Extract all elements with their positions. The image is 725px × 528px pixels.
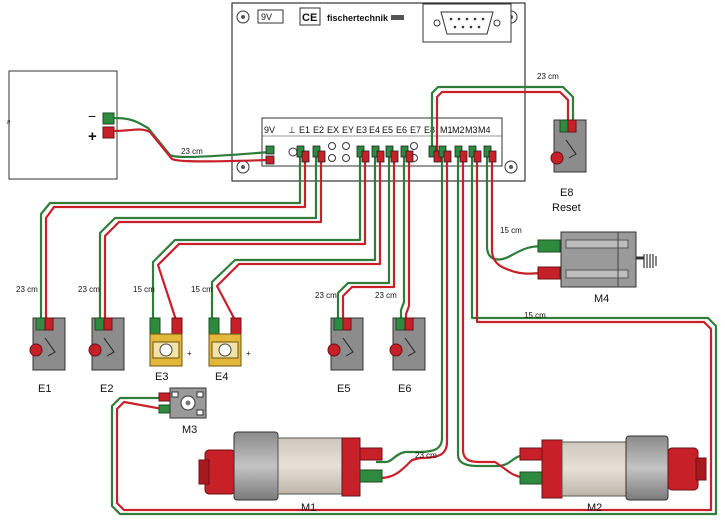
terminal-label: M2 [452,125,465,135]
terminal-plugs [265,145,497,165]
component-label-e2: E2 [100,383,113,395]
component-label-m3: M3 [182,424,197,436]
serial-pins-icon [449,17,485,29]
motor-m4 [537,231,657,288]
switch-button-icon [29,343,43,357]
lamp-e4: + [208,317,251,367]
battery: ≈ − + [4,70,118,180]
component-label-e4: E4 [215,371,228,383]
ce-mark-icon [299,7,321,26]
brand-name: fischertechnik [327,13,389,23]
serial-port-icon [440,11,494,35]
battery-minus-label: − [88,108,96,124]
motor-m1 [198,431,383,501]
lamp-bulb-icon [218,343,232,357]
terminal-label: M4 [478,125,491,135]
battery-side-mark: ≈ [4,120,13,125]
terminal-label: M3 [465,125,478,135]
worm-gear-icon [643,254,657,268]
cable-length-m4: 15 cm [500,226,522,235]
motor-gearbox-icon [667,447,699,491]
lamp-plus-label: + [187,349,192,358]
cable-length-e2: 23 cm [78,285,100,294]
ce-mark-icon: CE [302,12,317,24]
motor-m3 [158,387,207,419]
wires [39,85,718,516]
switch-e2 [88,317,125,371]
cable-labels: 23 cm 23 cm 23 cm 23 cm 15 cm 15 cm 23 c… [16,72,559,460]
terminal-label: E4 [369,125,380,135]
terminal-labels: 9V ⊥ E1 E2 EX EY E3 E4 E5 E6 E7 E8 M1 M2… [264,125,491,135]
cable-length-m1m2: 23 cm [415,451,437,460]
terminal-label: 9V [264,125,275,135]
terminal-label: EY [342,125,354,135]
terminal-label: E7 [410,125,421,135]
battery-plus-label: + [88,128,97,145]
battery-plug-red [102,126,115,139]
component-label-e8: E8 [560,187,573,199]
component-label-m4: M4 [594,293,609,305]
terminal-label: M1 [440,125,453,135]
switch-e8 [550,119,587,173]
component-label-e1: E1 [38,383,51,395]
component-label-e3: E3 [155,371,168,383]
switch-e1 [29,317,66,371]
power-label-box [257,9,284,24]
cable-length-e4: 15 cm [191,285,213,294]
terminal-label: E2 [313,125,324,135]
component-label-m1: M1 [301,502,316,514]
power-label: 9V [261,12,272,22]
terminal-label: ⊥ [288,125,296,135]
battery-plug-green [102,112,115,125]
motor-body-icon [561,441,627,497]
lamp-bulb-icon [159,343,173,357]
switch-button-icon [389,343,403,357]
terminal-label: EX [327,125,339,135]
switch-button-icon [550,151,564,165]
motor-m2 [519,435,707,501]
lamp-plus-label: + [246,349,251,358]
component-label-e6: E6 [398,383,411,395]
cable-length-m2-long: 15 cm [524,311,546,320]
component-labels: E1 E2 E3 E4 E5 E6 E8 Reset M3 M4 M1 M2 [38,187,609,514]
lamp-e3: + [149,317,192,367]
battery-box [8,70,118,180]
component-label-m2: M2 [587,502,602,514]
component-label-e8-reset: Reset [552,202,581,214]
screw-icon [493,19,501,27]
cable-length-e5: 23 cm [315,291,337,300]
terminal-label: E5 [382,125,393,135]
terminal-label: E3 [356,125,367,135]
component-label-e5: E5 [337,383,350,395]
switch-e5 [327,317,364,371]
cable-length-e6: 23 cm [375,291,397,300]
screw-icon [433,19,441,27]
motor-body-icon [277,437,345,495]
brand-logo-icon [391,15,404,20]
cable-length-battery: 23 cm [181,147,203,156]
switch-e6 [389,317,426,371]
terminal-label: E8 [424,125,435,135]
switch-button-icon [327,343,341,357]
cable-length-e8: 23 cm [537,72,559,81]
cable-length-e3: 15 cm [133,285,155,294]
cable-length-e1: 23 cm [16,285,38,294]
switch-button-icon [88,343,102,357]
terminal-label: E6 [396,125,407,135]
terminal-label: E1 [299,125,310,135]
